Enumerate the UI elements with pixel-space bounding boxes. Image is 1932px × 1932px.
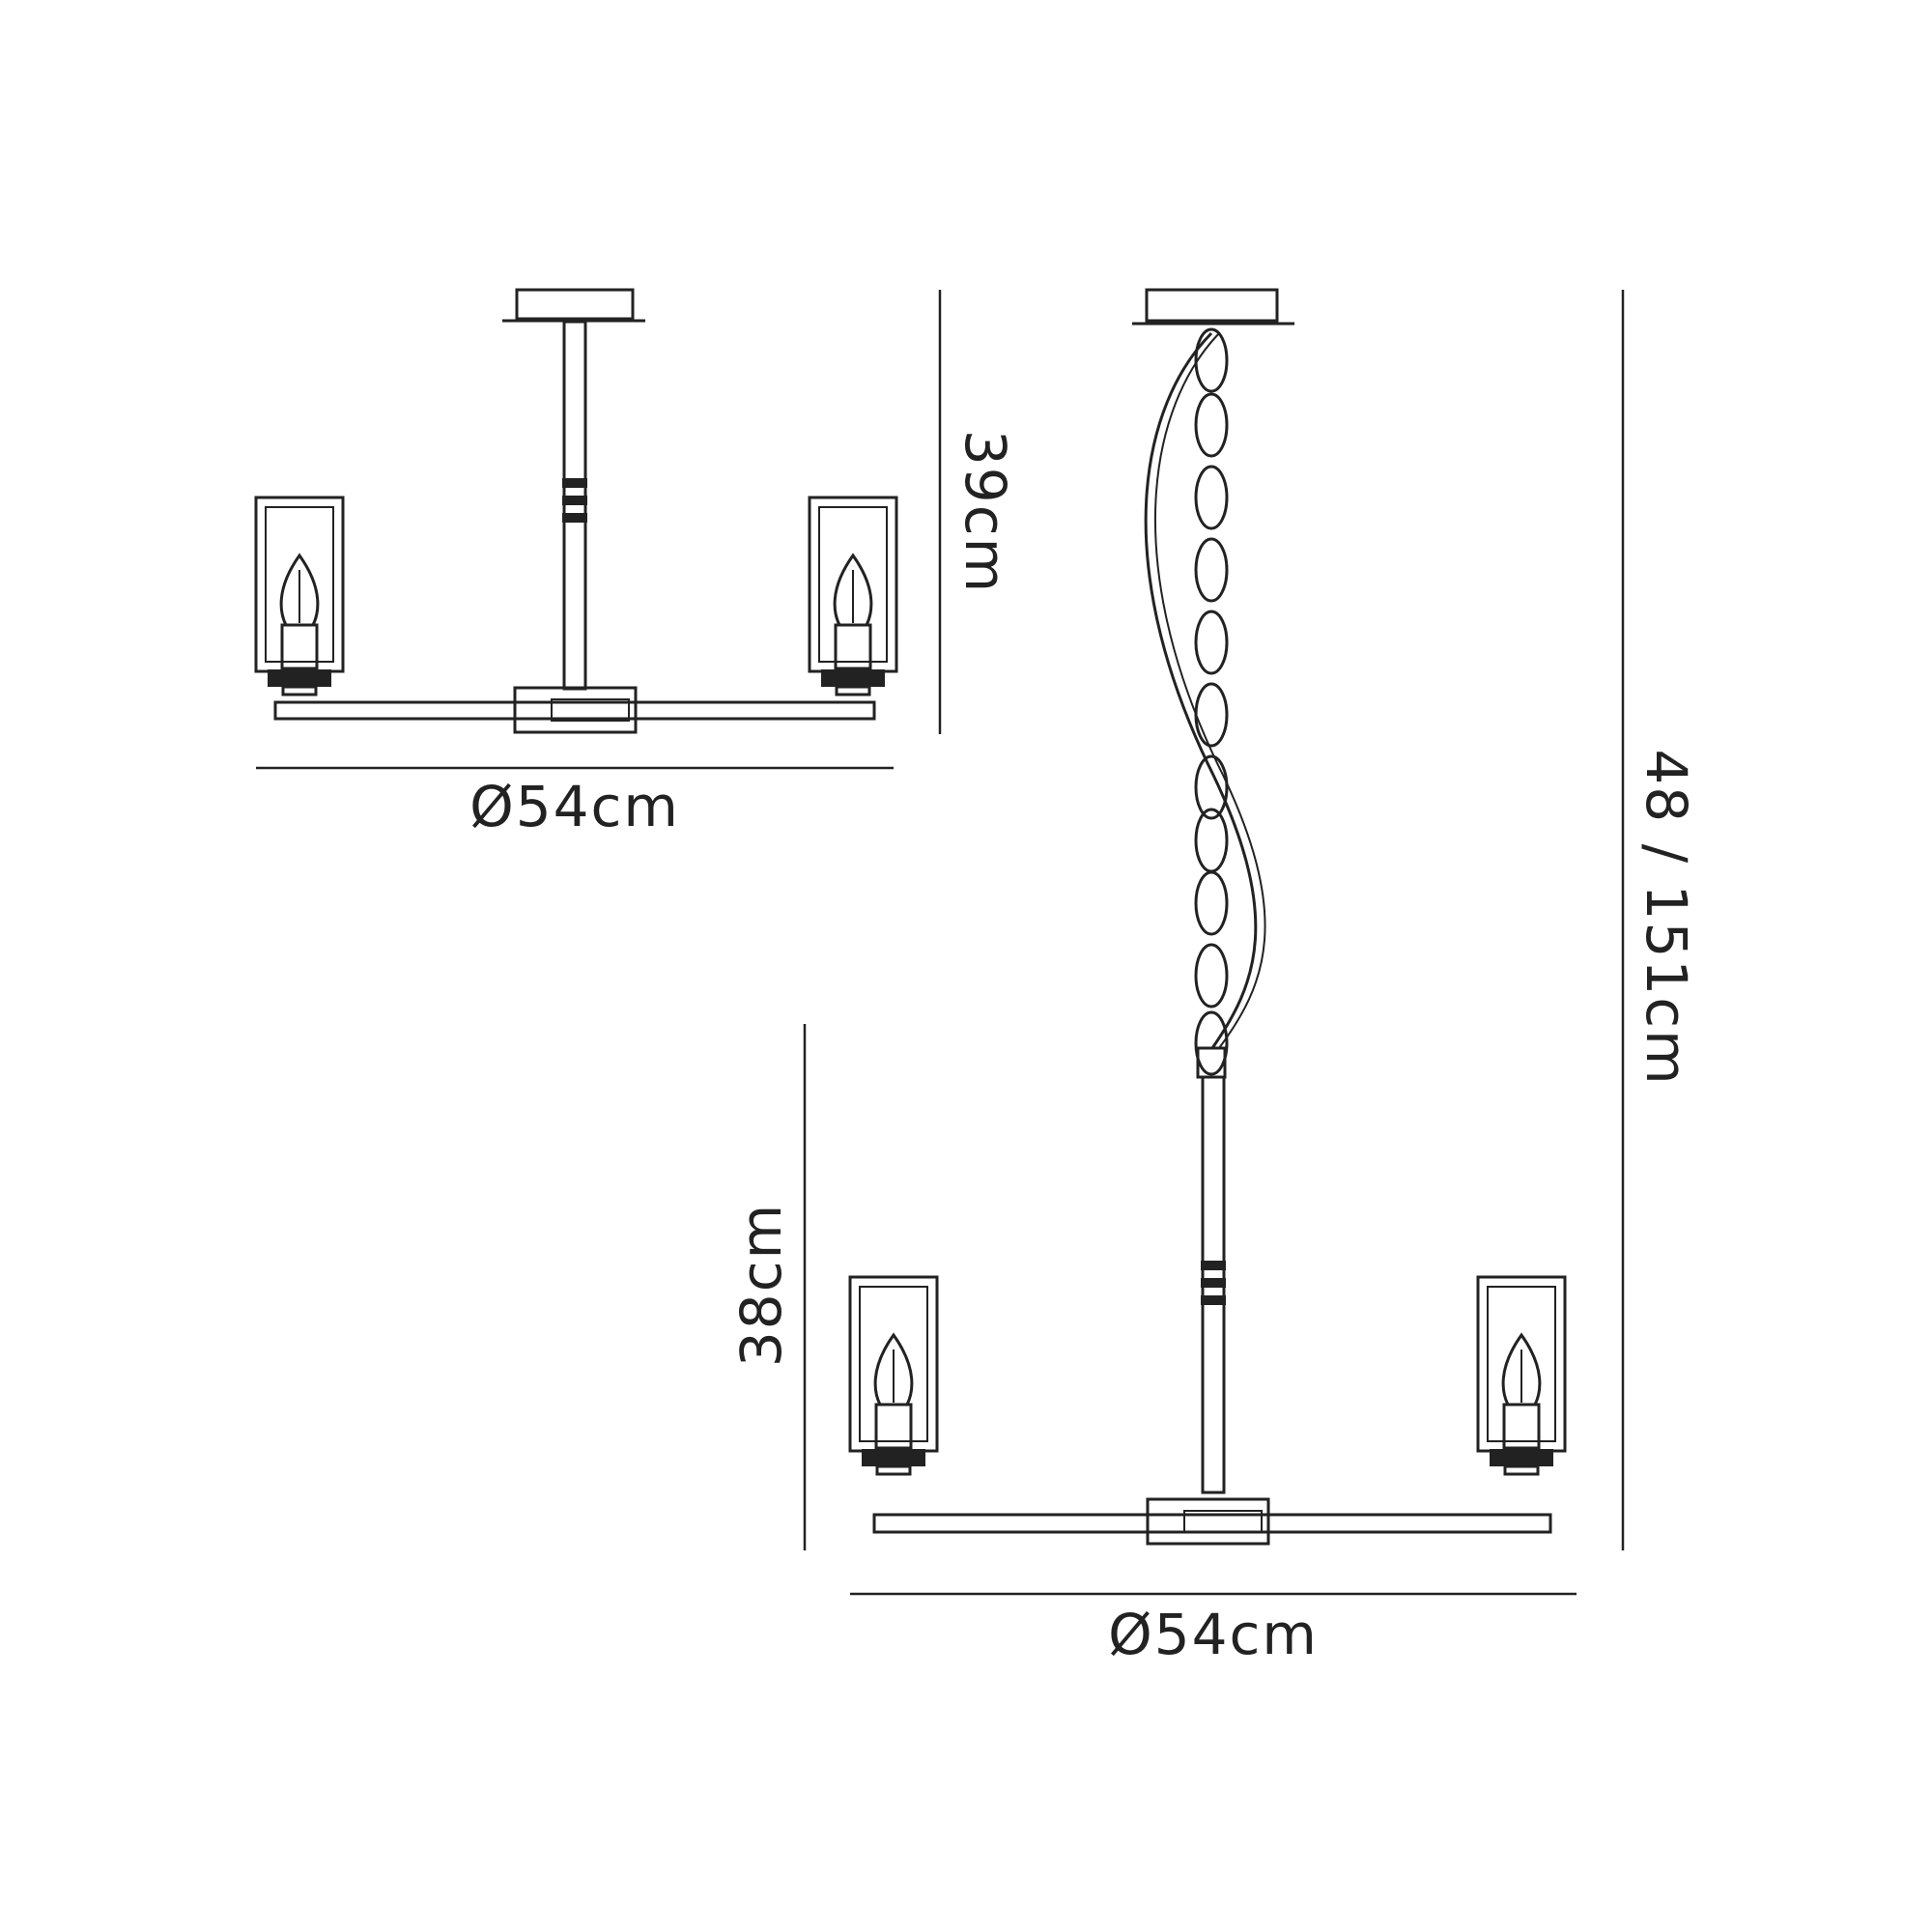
glass-shade-right: [1476, 1275, 1567, 1476]
stem-decoration: [562, 478, 587, 523]
glass-shade-left: [254, 496, 345, 696]
flush-diameter-label: Ø54cm: [469, 774, 680, 839]
flush-ceiling-light: 39cm Ø54cm: [254, 288, 1018, 839]
arm-bar: [273, 700, 876, 721]
pendant-diameter-label: Ø54cm: [1108, 1602, 1319, 1667]
pendant-light: 48 / 151cm 38cm Ø54cm: [728, 288, 1699, 1667]
glass-shade-right: [808, 496, 898, 696]
flush-height-label: 39cm: [952, 430, 1018, 594]
stem-decoration: [1201, 1261, 1226, 1305]
glass-shade-left: [848, 1275, 939, 1476]
ceiling-plate: [1145, 288, 1279, 323]
centre-hub: [513, 686, 638, 734]
centre-hub: [1146, 1497, 1270, 1546]
power-cable: [1144, 331, 1258, 1049]
body-height-label: 38cm: [728, 1203, 794, 1367]
arm-bar: [872, 1513, 1552, 1534]
suspension-chain: [1194, 327, 1229, 1076]
total-height-label: 48 / 151cm: [1634, 749, 1699, 1086]
ceiling-plate: [515, 288, 635, 321]
